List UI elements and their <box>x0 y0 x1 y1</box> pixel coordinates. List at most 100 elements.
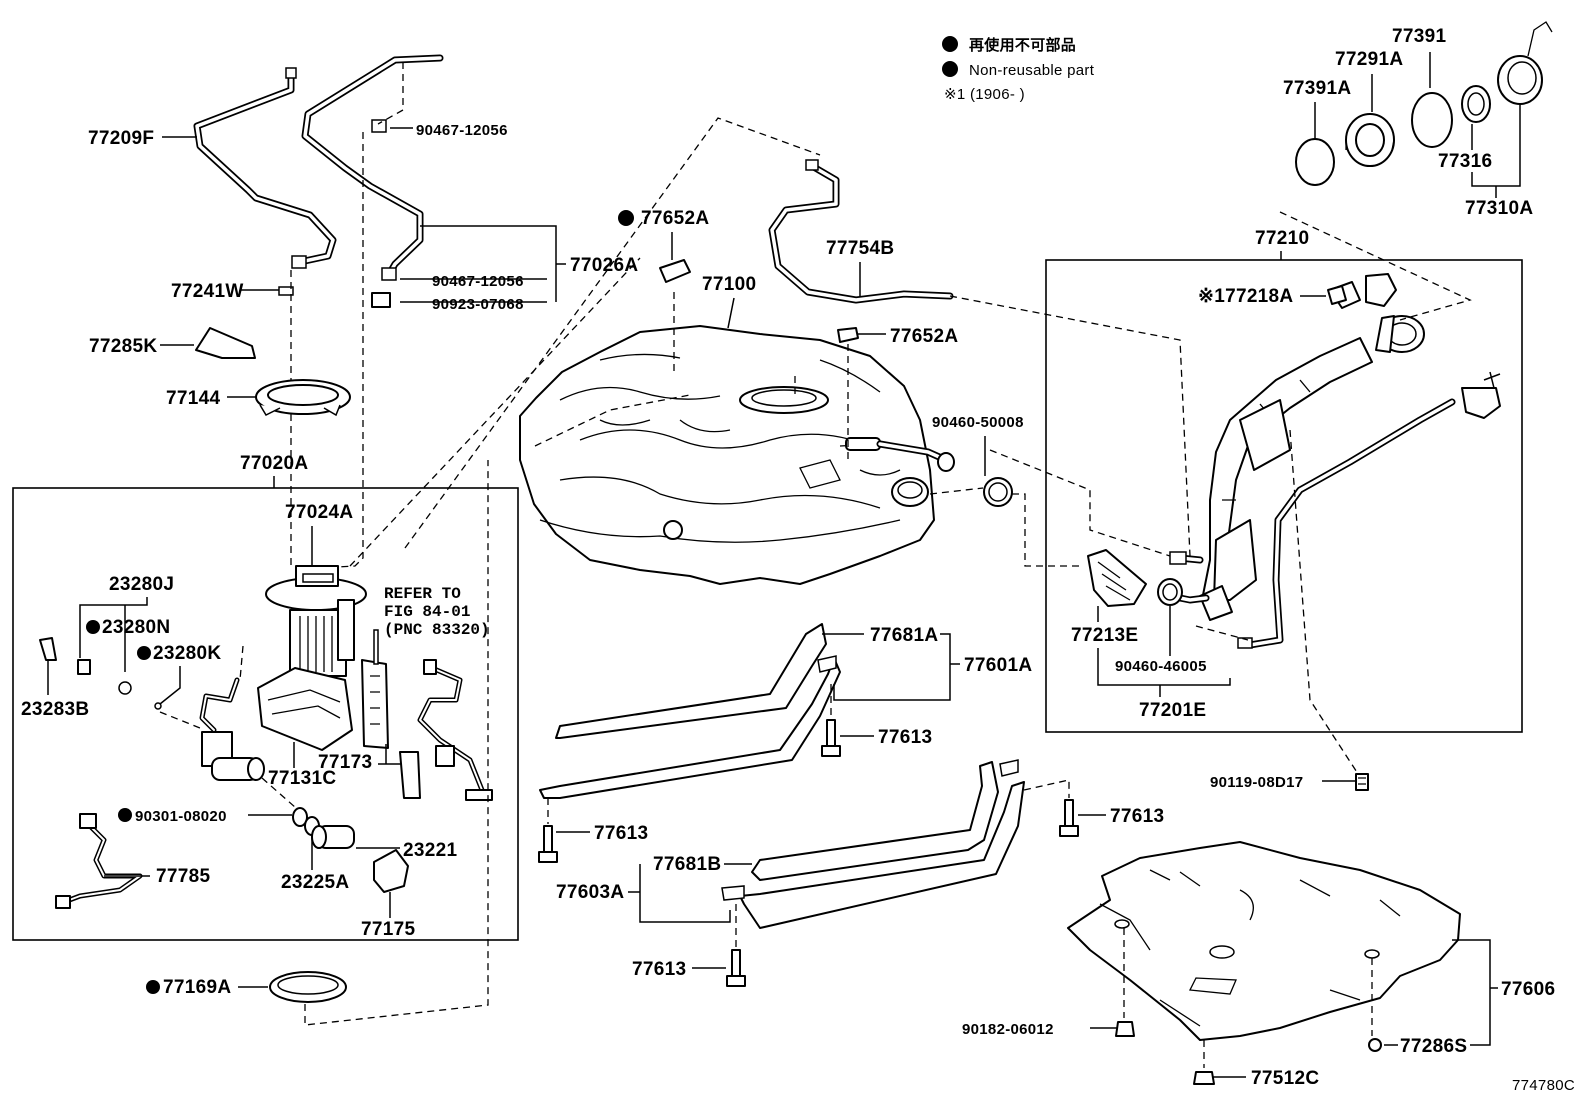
vent-tube-77026A <box>301 54 444 280</box>
label-77100: 77100 <box>702 274 756 295</box>
label-77286S: 77286S <box>1400 1036 1467 1057</box>
label-77316: 77316 <box>1438 151 1492 172</box>
non-reusable-bullet-icon <box>618 210 634 226</box>
seal-77391A <box>1295 138 1335 186</box>
label-77175: 77175 <box>361 919 415 940</box>
label-77681B: 77681B <box>653 854 721 875</box>
figure-code: 774780C <box>1512 1077 1575 1094</box>
label-77173: 77173 <box>318 752 372 773</box>
pump-bracket-77131C <box>257 667 353 751</box>
ref-pnc: (PNC 83320) <box>384 621 490 639</box>
label-77285K: 77285K <box>89 336 157 357</box>
non-reusable-bullet-icon <box>942 61 958 77</box>
label-23280J: 23280J <box>109 574 174 595</box>
label-77391: 77391 <box>1392 26 1446 47</box>
label-77026A: 77026A <box>570 255 638 276</box>
strap-77601A <box>539 623 841 799</box>
hose-clips <box>278 119 397 308</box>
non-reusable-bullet-icon <box>942 36 958 52</box>
label-77681A: 77681A <box>870 625 938 646</box>
filler-neck-77291A <box>1345 113 1395 167</box>
clip-77175 <box>373 849 409 893</box>
filler-pipe-box <box>1045 259 1523 733</box>
legend-non-reusable-jp: 再使用不可部品 <box>969 36 1076 54</box>
label-90460-50008: 90460-50008 <box>932 414 1024 431</box>
tank-protector-77606 <box>1067 841 1461 1041</box>
label-77020A: 77020A <box>240 453 308 474</box>
label-77310A: 77310A <box>1465 198 1533 219</box>
fuel-pipe-pump <box>199 677 240 733</box>
label-77213E: 77213E <box>1071 625 1138 646</box>
vent-tube-77209F <box>193 67 337 269</box>
bolt-90119 <box>1355 773 1369 791</box>
hose-77754B <box>768 159 954 304</box>
label-77291A: 77291A <box>1335 49 1403 70</box>
ref-refer-to: REFER TO <box>384 585 461 603</box>
small-parts-23280 <box>39 637 132 695</box>
label-90301-08020: 90301-08020 <box>135 808 227 825</box>
label-77131C: 77131C <box>268 768 336 789</box>
label-77613-a: 77613 <box>878 727 932 748</box>
bolt-77613-a <box>821 719 841 757</box>
oring-and-filter <box>292 807 355 849</box>
wire-harness-77785 <box>55 813 143 909</box>
hose-77213E <box>1087 549 1147 607</box>
filler-pipe-77201E <box>1199 281 1425 621</box>
label-90119-08D17: 90119-08D17 <box>1210 774 1303 791</box>
label-23280K: 23280K <box>153 643 221 664</box>
label-77785: 77785 <box>156 866 210 887</box>
label-77209F: 77209F <box>88 128 154 149</box>
label-23283B: 23283B <box>21 699 89 720</box>
non-reusable-bullet-icon <box>137 646 151 660</box>
label-77613-b: 77613 <box>594 823 648 844</box>
fuel-pump-assembly-box <box>12 487 519 941</box>
label-77652A-top: 77652A <box>641 208 709 229</box>
label-77210: 77210 <box>1255 228 1309 249</box>
label-77201E: 77201E <box>1139 700 1206 721</box>
label-77754B: 77754B <box>826 238 894 259</box>
gasket-77391 <box>1411 92 1453 148</box>
label-90460-46005: 90460-46005 <box>1115 658 1207 675</box>
breather-tube <box>1237 371 1501 649</box>
label-77241W: 77241W <box>171 281 244 302</box>
label-90923-07068: 90923-07068 <box>432 296 524 313</box>
ref-fig: FIG 84-01 <box>384 603 470 621</box>
legend: 再使用不可部品 Non-reusable part ※1 (1906- ) <box>942 36 1095 103</box>
legend-non-reusable-en: Non-reusable part <box>969 62 1095 79</box>
label-77652A-mid: 77652A <box>890 326 958 347</box>
pressure-regulator-23280J <box>201 731 265 781</box>
label-77024A: 77024A <box>285 502 353 523</box>
label-77218A: ※177218A <box>1198 286 1293 307</box>
non-reusable-bullet-icon <box>146 980 160 994</box>
sender-gauge-77173 <box>361 629 421 799</box>
cap-ring-77316 <box>1461 85 1491 123</box>
label-90182-06012: 90182-06012 <box>962 1021 1054 1038</box>
label-77606: 77606 <box>1501 979 1555 1000</box>
label-77613-c: 77613 <box>1110 806 1164 827</box>
label-77603A: 77603A <box>556 882 624 903</box>
label-23225A: 23225A <box>281 872 349 893</box>
label-77601A: 77601A <box>964 655 1032 676</box>
fuel-cap-77310A <box>1497 21 1553 105</box>
non-reusable-bullet-icon <box>86 620 100 634</box>
gasket-77169A <box>269 971 347 1003</box>
legend-note-1: ※1 (1906- ) <box>944 86 1025 103</box>
label-77391A: 77391A <box>1283 78 1351 99</box>
label-90467-12056-top: 90467-12056 <box>416 122 508 139</box>
label-77144: 77144 <box>166 388 220 409</box>
label-77613-d: 77613 <box>632 959 686 980</box>
strap-77603A <box>721 759 1025 929</box>
label-23280N: 23280N <box>102 617 170 638</box>
label-23221: 23221 <box>403 840 457 861</box>
label-77512C: 77512C <box>1251 1068 1319 1089</box>
fuel-pump-77024A <box>265 565 367 677</box>
wire-harness-pump <box>417 659 493 801</box>
bolt-77613-d <box>726 949 746 987</box>
bolt-77613-c <box>1059 799 1079 837</box>
non-reusable-bullet-icon <box>118 808 132 822</box>
retainer-ring-77144 <box>255 379 351 417</box>
bolt-77613-b <box>538 825 558 863</box>
label-90467-12056-mid: 90467-12056 <box>432 273 524 290</box>
label-77169A: 77169A <box>163 977 231 998</box>
